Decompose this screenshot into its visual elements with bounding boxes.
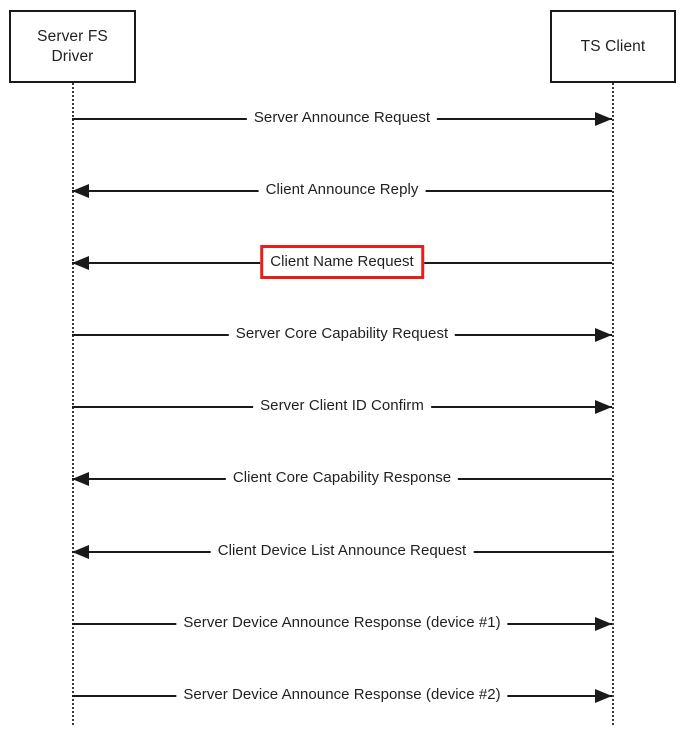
arrowhead-left-icon <box>72 184 89 198</box>
participant-box-ts-client: TS Client <box>550 10 676 83</box>
arrowhead-right-icon <box>595 617 612 631</box>
message-label-9: Server Device Announce Response (device … <box>176 685 508 705</box>
message-label-3-highlighted: Client Name Request <box>260 245 424 279</box>
arrowhead-left-icon <box>72 545 89 559</box>
arrowhead-right-icon <box>595 328 612 342</box>
lifeline-server-fs-driver <box>72 83 74 725</box>
lifeline-ts-client <box>612 83 614 725</box>
message-label-1: Server Announce Request <box>246 108 438 128</box>
message-label-7: Client Device List Announce Request <box>210 541 474 561</box>
message-label-4: Server Core Capability Request <box>228 324 456 344</box>
participant-label-ts-client: TS Client <box>580 37 646 55</box>
arrowhead-left-icon <box>72 256 89 270</box>
message-label-8: Server Device Announce Response (device … <box>176 613 508 633</box>
arrowhead-left-icon <box>72 472 89 486</box>
message-label-5: Server Client ID Confirm <box>253 396 431 416</box>
arrowhead-right-icon <box>595 112 612 126</box>
message-label-2: Client Announce Reply <box>258 180 426 200</box>
message-label-6: Client Core Capability Response <box>225 468 459 488</box>
arrowhead-right-icon <box>595 689 612 703</box>
arrowhead-right-icon <box>595 400 612 414</box>
